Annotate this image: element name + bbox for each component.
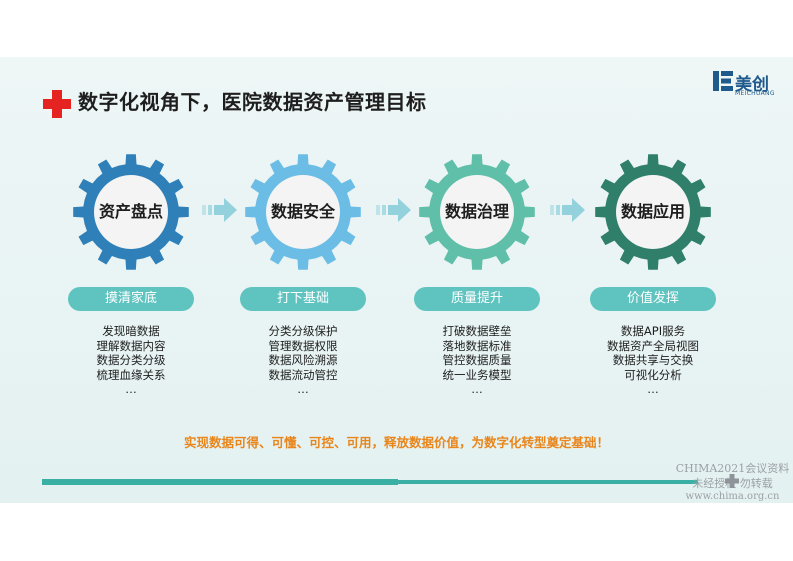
list-item: 数据API服务 <box>620 324 686 338</box>
list-item: … <box>125 382 137 396</box>
list-item: 分类分级保护 <box>268 324 338 338</box>
list-item: 发现暗数据 <box>102 324 160 338</box>
gear-data-governance: 数据治理 <box>418 153 536 271</box>
stage-items: 数据API服务 数据资产全局视图 数据共享与交换 可视化分析 … <box>573 324 733 397</box>
list-item: 统一业务模型 <box>442 367 512 382</box>
meichuang-logo-icon <box>713 71 733 91</box>
stage-items: 发现暗数据 理解数据内容 数据分类分级 梳理血缘关系 … <box>51 324 211 397</box>
gear-asset-inventory: 资产盘点 <box>72 153 190 271</box>
gear-data-security: 数据安全 <box>244 153 362 271</box>
watermark-line: CHIMA2021会议资料 <box>675 462 790 475</box>
slide-background <box>0 57 793 503</box>
stage-title: 数据应用 <box>620 202 685 221</box>
logo-subtext: MEICHUANG <box>735 90 775 97</box>
list-item: 管控数据质量 <box>442 353 512 367</box>
list-item: 管理数据权限 <box>268 338 338 353</box>
list-item: 数据风险溯源 <box>268 353 338 367</box>
gear-icon <box>245 154 361 270</box>
list-item: … <box>647 382 659 396</box>
stage-title: 数据安全 <box>270 202 335 221</box>
gear-icon <box>595 154 711 270</box>
list-item: … <box>471 382 483 396</box>
stage-pill: 打下基础 <box>240 287 366 311</box>
chevron-right-arrow-icon <box>202 198 237 222</box>
gear-icon <box>73 154 189 270</box>
gear-icon <box>419 154 535 270</box>
logo-text: 美创 <box>735 75 769 95</box>
chevron-right-arrow-icon <box>550 198 585 222</box>
stage-items: 分类分级保护 管理数据权限 数据风险溯源 数据流动管控 … <box>223 324 383 397</box>
list-item: 落地数据标准 <box>442 338 512 353</box>
stage-title: 数据治理 <box>444 202 509 221</box>
list-item: … <box>297 382 309 396</box>
list-item: 数据资产全局视图 <box>607 338 699 353</box>
stage-pill: 摸清家底 <box>68 287 194 311</box>
stage-pill: 质量提升 <box>414 287 540 311</box>
list-item: 可视化分析 <box>624 367 682 382</box>
red-cross-icon <box>43 90 71 118</box>
list-item: 数据分类分级 <box>96 353 166 367</box>
stage-title: 资产盘点 <box>98 202 163 221</box>
stage-pill: 价值发挥 <box>590 287 716 311</box>
watermark-cross-icon <box>725 474 739 488</box>
list-item: 打破数据壁垒 <box>442 324 512 338</box>
watermark-line: www.chima.org.cn <box>685 491 780 502</box>
gear-data-application: 数据应用 <box>594 153 712 271</box>
meichuang-logo: 美创 MEICHUANG <box>712 70 780 100</box>
list-item: 梳理血缘关系 <box>96 367 166 382</box>
stage-items: 打破数据壁垒 落地数据标准 管控数据质量 统一业务模型 … <box>397 324 557 397</box>
chevron-right-arrow-icon <box>376 198 411 222</box>
list-item: 理解数据内容 <box>96 338 166 353</box>
list-item: 数据共享与交换 <box>612 353 694 367</box>
footer-bar <box>42 479 398 485</box>
page-title: 数字化视角下，医院数据资产管理目标 <box>78 90 427 114</box>
list-item: 数据流动管控 <box>268 367 338 382</box>
tagline: 实现数据可得、可懂、可控、可用，释放数据价值，为数字化转型奠定基础！ <box>183 435 609 450</box>
footer-bar-thin <box>398 480 698 484</box>
